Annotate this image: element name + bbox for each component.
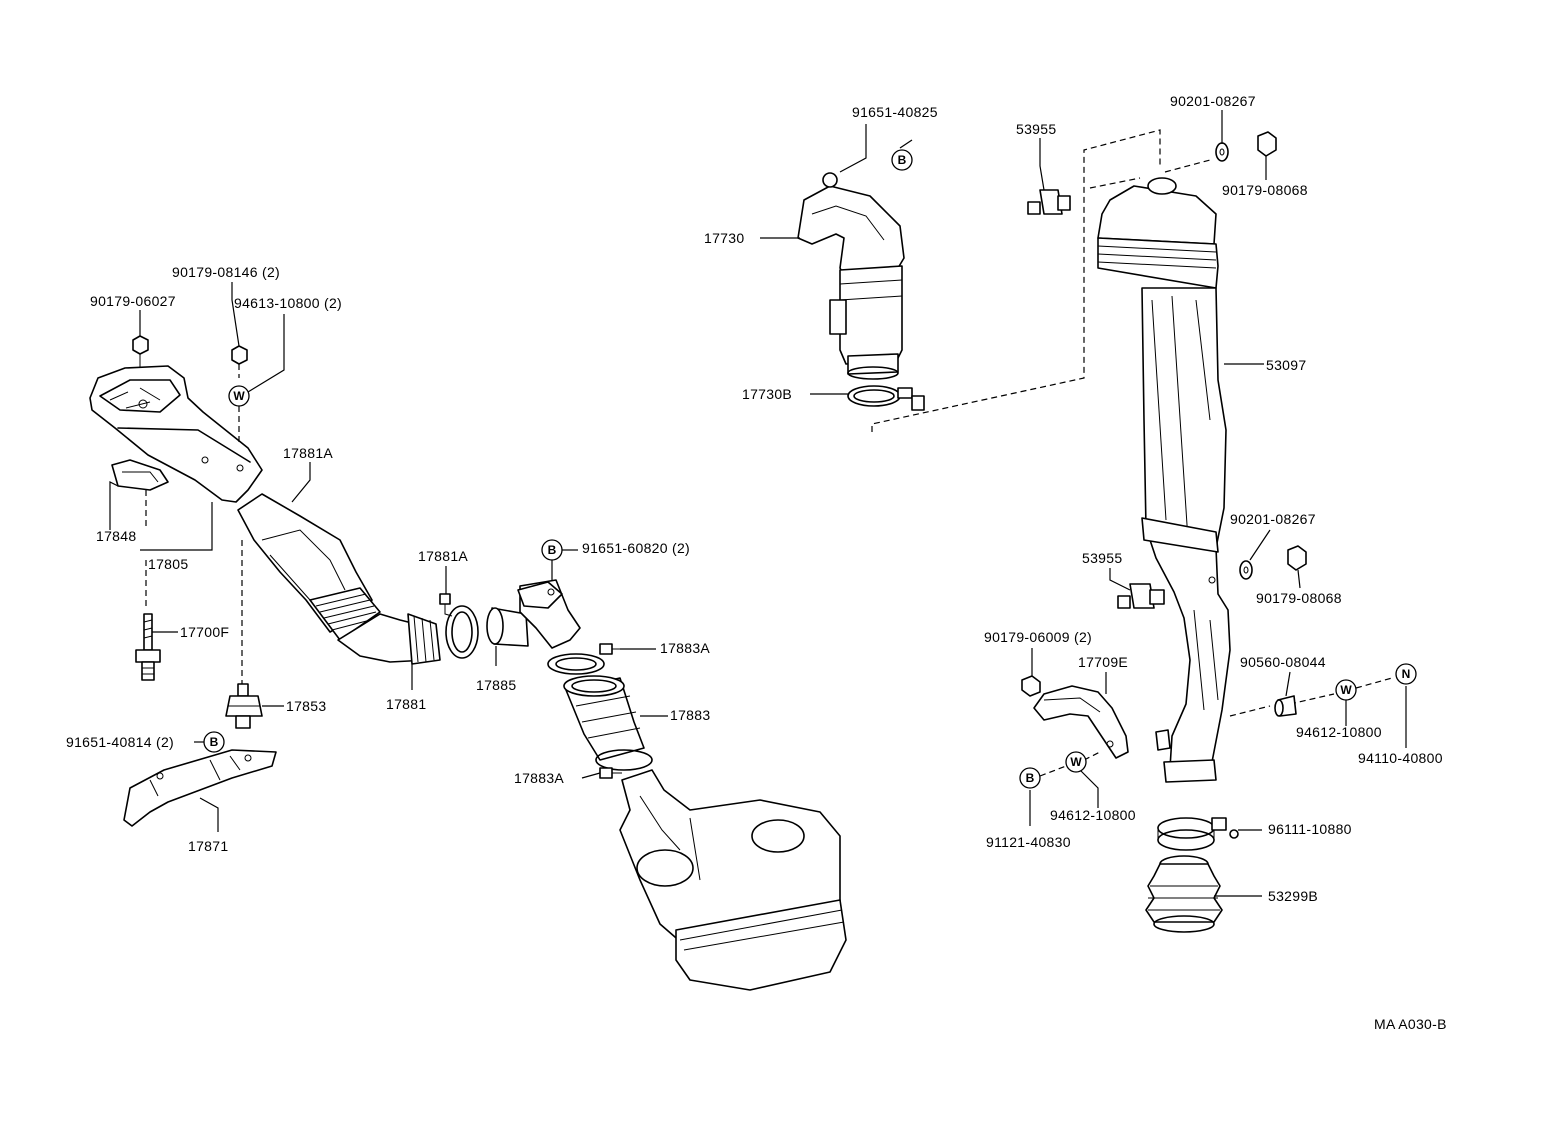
label-17883: 17883 xyxy=(670,707,710,723)
bolt-symbol-91651-40814: B xyxy=(203,731,225,753)
svg-text:B: B xyxy=(548,543,557,557)
label-17881: 17881 xyxy=(386,696,426,712)
label-94612-10800-right: 94612-10800 xyxy=(1296,724,1382,740)
sleeve-17885 xyxy=(486,607,529,647)
nut-90179-06009 xyxy=(1021,675,1041,697)
elbow-17730 xyxy=(797,172,905,380)
part-labels: 90179-08146 (2) 90179-06027 94613-10800 … xyxy=(66,93,1447,1032)
label-17883A-lower: 17883A xyxy=(514,770,564,786)
air-duct-53097 xyxy=(1097,177,1231,783)
clamp-17883A-lower xyxy=(599,767,622,779)
washer-symbol-94612-10800-lower: W xyxy=(1065,751,1087,773)
label-91651-40825: 91651-40825 xyxy=(852,104,938,120)
nut-symbol-94110-40800: N xyxy=(1395,663,1417,685)
bracket-17871 xyxy=(123,749,277,827)
grommet-17853 xyxy=(225,540,263,729)
svg-text:B: B xyxy=(210,735,219,749)
label-90201-08267-upper: 90201-08267 xyxy=(1170,93,1256,109)
boot-53299B xyxy=(1145,855,1223,933)
grommet-53955-lower xyxy=(1117,583,1165,609)
bolt-symbol-91651-60820: B xyxy=(541,539,563,561)
label-90201-08267-lower: 90201-08267 xyxy=(1230,511,1316,527)
svg-text:W: W xyxy=(1340,683,1352,697)
diagram-code: MA A030-B xyxy=(1374,1016,1447,1032)
label-17871: 17871 xyxy=(188,838,228,854)
label-96111-10880: 96111-10880 xyxy=(1268,821,1352,837)
nut-90179-08068-lower xyxy=(1287,545,1307,571)
label-17885: 17885 xyxy=(476,677,516,693)
clamp-17730B xyxy=(847,385,925,411)
label-17848: 17848 xyxy=(96,528,136,544)
grommet-53955-upper xyxy=(1027,189,1071,215)
label-53955-upper: 53955 xyxy=(1016,121,1056,137)
bolt-symbol-91121-40830: B xyxy=(1019,767,1041,789)
svg-text:W: W xyxy=(1070,755,1082,769)
label-90179-08068-upper: 90179-08068 xyxy=(1222,182,1308,198)
bolt-17700F xyxy=(135,613,161,681)
air-cleaner-cap-17805 xyxy=(89,365,263,503)
label-94613-10800: 94613-10800 (2) xyxy=(234,295,342,311)
label-94612-10800-lower: 94612-10800 xyxy=(1050,807,1136,823)
label-94110-40800: 94110-40800 xyxy=(1358,750,1443,766)
bolt-symbol-91651-40825: B xyxy=(891,149,913,171)
label-17881A-upper: 17881A xyxy=(283,445,333,461)
washer-symbol-94612-10800-right: W xyxy=(1335,679,1357,701)
bracket-17709E xyxy=(1033,685,1129,759)
label-91651-40814: 91651-40814 (2) xyxy=(66,734,174,750)
clamp-17881A-mid xyxy=(439,593,479,659)
label-17709E: 17709E xyxy=(1078,654,1128,670)
nut-90179-08068-upper xyxy=(1257,131,1277,157)
label-90179-06009: 90179-06009 (2) xyxy=(984,629,1092,645)
intake-hose-assembly xyxy=(237,493,441,665)
svg-text:N: N xyxy=(1402,667,1411,681)
label-91651-60820: 91651-60820 (2) xyxy=(582,540,690,556)
label-90179-06027: 90179-06027 xyxy=(90,293,176,309)
label-90179-08146: 90179-08146 (2) xyxy=(172,264,280,280)
svg-text:W: W xyxy=(233,389,245,403)
air-cleaner-body xyxy=(619,769,847,991)
label-17730B: 17730B xyxy=(742,386,792,402)
label-17883A-upper: 17883A xyxy=(660,640,710,656)
collar-90560-08044 xyxy=(1274,695,1297,717)
leader-lines xyxy=(109,110,1407,897)
label-53955-lower: 53955 xyxy=(1082,550,1122,566)
label-17881A-mid: 17881A xyxy=(418,548,468,564)
label-17805: 17805 xyxy=(148,556,188,572)
label-90179-08068-lower: 90179-08068 xyxy=(1256,590,1342,606)
washer-90201-08267-lower xyxy=(1239,560,1253,580)
svg-text:B: B xyxy=(1026,771,1035,785)
label-17853: 17853 xyxy=(286,698,326,714)
nut-90179-06027 xyxy=(132,335,149,368)
air-intake-elbow xyxy=(517,579,620,675)
washer-90201-08267-upper xyxy=(1215,142,1229,162)
label-90560-08044: 90560-08044 xyxy=(1240,654,1326,670)
hose-17883 xyxy=(563,675,653,771)
clamp-96111-10880 xyxy=(1157,817,1239,851)
label-53299B: 53299B xyxy=(1268,888,1318,904)
connection-lines xyxy=(871,129,1393,777)
svg-text:B: B xyxy=(898,153,907,167)
washer-symbol-upper-left: W xyxy=(228,385,250,407)
label-53097: 53097 xyxy=(1266,357,1306,373)
label-17700F: 17700F xyxy=(180,624,229,640)
label-91121-40830: 91121-40830 xyxy=(986,834,1071,850)
label-17730: 17730 xyxy=(704,230,744,246)
